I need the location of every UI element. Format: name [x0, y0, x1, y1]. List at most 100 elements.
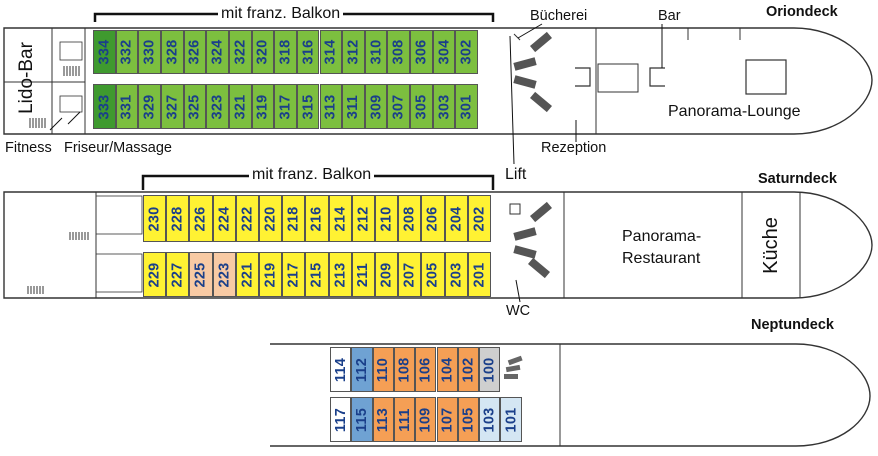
cabin-113[interactable]: 113 — [372, 397, 394, 442]
cabin-209[interactable]: 209 — [375, 252, 399, 297]
cabin-number: 220 — [262, 205, 279, 232]
orion-lounge-seating — [513, 31, 552, 113]
cabin-226[interactable]: 226 — [189, 195, 213, 242]
cabin-331[interactable]: 331 — [115, 84, 139, 129]
cabin-number: 230 — [146, 205, 163, 232]
cabin-224[interactable]: 224 — [212, 195, 236, 242]
cabin-319[interactable]: 319 — [251, 84, 275, 129]
cabin-number: 334 — [96, 39, 113, 65]
cabin-number: 201 — [471, 261, 488, 288]
cabin-304[interactable]: 304 — [432, 30, 456, 74]
cabin-326[interactable]: 326 — [183, 30, 207, 74]
cabin-221[interactable]: 221 — [235, 252, 259, 297]
cabin-220[interactable]: 220 — [259, 195, 283, 242]
cabin-321[interactable]: 321 — [228, 84, 252, 129]
cabin-101[interactable]: 101 — [500, 397, 522, 442]
cabin-108[interactable]: 108 — [393, 347, 416, 392]
kueche-label: Küche — [759, 216, 782, 274]
cabin-number: 314 — [322, 39, 339, 65]
cabin-114[interactable]: 114 — [330, 347, 352, 392]
cabin-100[interactable]: 100 — [479, 347, 501, 392]
cabin-104[interactable]: 104 — [436, 347, 458, 392]
cabin-329[interactable]: 329 — [138, 84, 161, 129]
cabin-103[interactable]: 103 — [479, 397, 501, 442]
cabin-211[interactable]: 211 — [351, 252, 375, 297]
cabin-223[interactable]: 223 — [212, 252, 236, 297]
cabin-332[interactable]: 332 — [115, 30, 139, 74]
cabin-206[interactable]: 206 — [421, 195, 445, 242]
cabin-204[interactable]: 204 — [444, 195, 468, 242]
panorama-lounge-label: Panorama-Lounge — [668, 103, 801, 120]
cabin-310[interactable]: 310 — [364, 30, 388, 74]
cabin-230[interactable]: 230 — [143, 195, 167, 242]
cabin-311[interactable]: 311 — [342, 84, 365, 129]
cabin-number: 303 — [436, 93, 453, 120]
cabin-307[interactable]: 307 — [387, 84, 411, 129]
cabin-225[interactable]: 225 — [189, 252, 213, 297]
cabin-314[interactable]: 314 — [319, 30, 343, 74]
cabin-213[interactable]: 213 — [328, 252, 352, 297]
cabin-328[interactable]: 328 — [160, 30, 184, 74]
cabin-207[interactable]: 207 — [398, 252, 422, 297]
cabin-320[interactable]: 320 — [251, 30, 275, 74]
cabin-312[interactable]: 312 — [342, 30, 365, 74]
cabin-305[interactable]: 305 — [410, 84, 433, 129]
cabin-205[interactable]: 205 — [421, 252, 445, 297]
cabin-313[interactable]: 313 — [319, 84, 343, 129]
cabin-number: 332 — [118, 39, 135, 65]
cabin-203[interactable]: 203 — [444, 252, 468, 297]
cabin-325[interactable]: 325 — [183, 84, 207, 129]
cabin-219[interactable]: 219 — [259, 252, 283, 297]
saturn-restaurant-seating — [513, 201, 552, 279]
cabin-228[interactable]: 228 — [166, 195, 190, 242]
cabin-316[interactable]: 316 — [296, 30, 320, 74]
cabin-322[interactable]: 322 — [228, 30, 252, 74]
cabin-202[interactable]: 202 — [467, 195, 491, 242]
cabin-317[interactable]: 317 — [274, 84, 297, 129]
cabin-327[interactable]: 327 — [160, 84, 184, 129]
panorama-restaurant-label-line1: Panorama- — [622, 228, 702, 245]
cabin-306[interactable]: 306 — [410, 30, 433, 74]
cabin-number: 211 — [355, 262, 372, 287]
cabin-number: 107 — [439, 406, 456, 433]
cabin-227[interactable]: 227 — [166, 252, 190, 297]
cabin-222[interactable]: 222 — [235, 195, 259, 242]
cabin-111[interactable]: 111 — [393, 397, 416, 442]
cabin-106[interactable]: 106 — [415, 347, 437, 392]
cabin-324[interactable]: 324 — [206, 30, 229, 74]
cabin-323[interactable]: 323 — [206, 84, 229, 129]
cabin-309[interactable]: 309 — [364, 84, 388, 129]
cabin-215[interactable]: 215 — [305, 252, 329, 297]
cabin-107[interactable]: 107 — [436, 397, 458, 442]
cabin-109[interactable]: 109 — [415, 397, 437, 442]
cabin-117[interactable]: 117 — [330, 397, 352, 442]
cabin-number: 206 — [424, 205, 441, 232]
cabin-229[interactable]: 229 — [143, 252, 167, 297]
panorama-restaurant-label-line2: Restaurant — [622, 250, 701, 267]
cabin-216[interactable]: 216 — [305, 195, 329, 242]
cabin-308[interactable]: 308 — [387, 30, 411, 74]
cabin-218[interactable]: 218 — [282, 195, 306, 242]
cabin-330[interactable]: 330 — [138, 30, 161, 74]
cabin-115[interactable]: 115 — [351, 397, 373, 442]
cabin-217[interactable]: 217 — [282, 252, 306, 297]
cabin-214[interactable]: 214 — [328, 195, 352, 242]
cabin-302[interactable]: 302 — [455, 30, 479, 74]
cabin-212[interactable]: 212 — [351, 195, 375, 242]
cabin-110[interactable]: 110 — [372, 347, 394, 392]
cabin-102[interactable]: 102 — [457, 347, 480, 392]
cabin-318[interactable]: 318 — [274, 30, 297, 74]
cabin-number: 315 — [300, 93, 317, 120]
cabin-333[interactable]: 333 — [93, 84, 116, 129]
cabin-208[interactable]: 208 — [398, 195, 422, 242]
cabin-112[interactable]: 112 — [351, 347, 373, 392]
cabin-334[interactable]: 334 — [93, 30, 116, 74]
lido-bar-label: Lido-Bar — [16, 42, 38, 114]
cabin-105[interactable]: 105 — [457, 397, 480, 442]
cabin-201[interactable]: 201 — [467, 252, 491, 297]
cabin-303[interactable]: 303 — [432, 84, 456, 129]
cabin-301[interactable]: 301 — [455, 84, 479, 129]
cabin-315[interactable]: 315 — [296, 84, 320, 129]
cabin-210[interactable]: 210 — [375, 195, 399, 242]
